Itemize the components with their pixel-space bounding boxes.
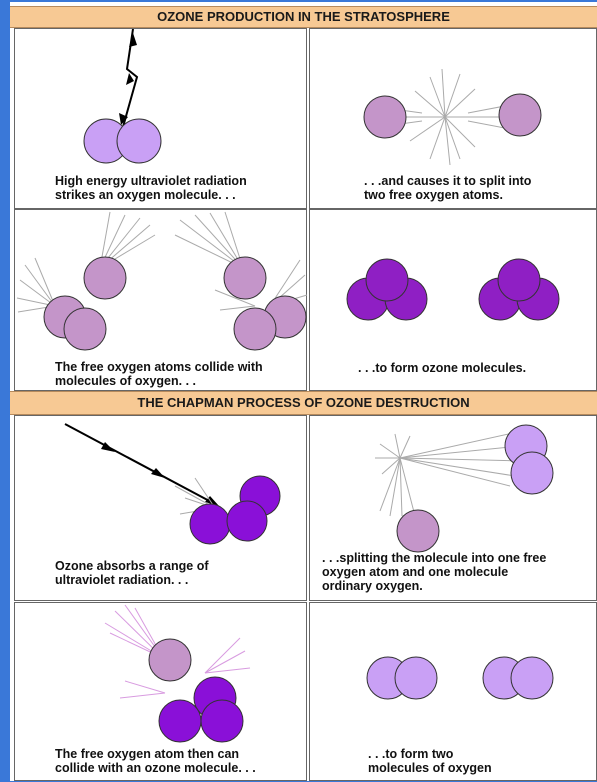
uv-ray-arrow bbox=[65, 424, 215, 504]
free-oxygen-atom bbox=[397, 510, 439, 552]
free-oxygen-atom bbox=[149, 639, 191, 681]
free-oxygen-atom bbox=[224, 257, 266, 299]
caption-line: . . .splitting the molecule into one fre… bbox=[322, 551, 546, 565]
panel-uv-strikes-oxygen: High energy ultraviolet radiation strike… bbox=[14, 28, 307, 209]
ozone-molecule bbox=[190, 476, 280, 544]
ozone-molecule bbox=[159, 677, 243, 742]
banner-chapman-process: THE CHAPMAN PROCESS OF OZONE DESTRUCTION bbox=[10, 391, 597, 415]
energy-burst bbox=[375, 431, 525, 516]
motion-lines-left bbox=[17, 212, 155, 312]
caption-line: The free oxygen atom then can bbox=[55, 747, 256, 761]
panel-form-two-oxygen: . . .to form two molecules of oxygen bbox=[309, 602, 597, 781]
oxygen-molecule-right bbox=[483, 657, 553, 699]
banner-ozone-production: OZONE PRODUCTION IN THE STRATOSPHERE bbox=[10, 6, 597, 28]
caption-line: . . .and causes it to split into bbox=[364, 174, 531, 188]
oxygen-molecule-left bbox=[367, 657, 437, 699]
panel-form-ozone: . . .to form ozone molecules. bbox=[309, 209, 597, 391]
caption-line: two free oxygen atoms. bbox=[364, 188, 531, 202]
panel-atoms-collide: The free oxygen atoms collide with molec… bbox=[14, 209, 307, 391]
ozone-molecule-right bbox=[479, 259, 559, 320]
caption-line: . . .to form ozone molecules. bbox=[358, 361, 526, 375]
oxygen-molecule-atom bbox=[511, 452, 553, 494]
caption-line: collide with an ozone molecule. . . bbox=[55, 761, 256, 775]
caption-line: molecules of oxygen bbox=[368, 761, 492, 775]
oxygen-atom-right bbox=[117, 119, 161, 163]
caption-line: ultraviolet radiation. . . bbox=[55, 573, 209, 587]
free-oxygen-atom-right bbox=[499, 94, 541, 136]
diagram-frame: OZONE PRODUCTION IN THE STRATOSPHERE Hig… bbox=[10, 2, 597, 781]
oxygen-molecule-atom bbox=[64, 308, 106, 350]
caption-line: High energy ultraviolet radiation bbox=[55, 174, 247, 188]
caption-line: ordinary oxygen. bbox=[322, 579, 546, 593]
caption-line: . . .to form two bbox=[368, 747, 492, 761]
panel-atom-collides-ozone: The free oxygen atom then can collide wi… bbox=[14, 602, 307, 781]
caption-line: strikes an oxygen molecule. . . bbox=[55, 188, 247, 202]
free-oxygen-atom-left bbox=[364, 96, 406, 138]
ozone-molecule-left bbox=[347, 259, 427, 320]
caption-line: Ozone absorbs a range of bbox=[55, 559, 209, 573]
panel-oxygen-splits: . . .and causes it to split into two fre… bbox=[309, 28, 597, 209]
panel-ozone-absorbs-uv: Ozone absorbs a range of ultraviolet rad… bbox=[14, 415, 307, 601]
caption-line: molecules of oxygen. . . bbox=[55, 374, 263, 388]
free-oxygen-atom bbox=[84, 257, 126, 299]
panel-ozone-splits: . . .splitting the molecule into one fre… bbox=[309, 415, 597, 601]
caption-line: oxygen atom and one molecule bbox=[322, 565, 546, 579]
oxygen-molecule-atom bbox=[234, 308, 276, 350]
caption-line: The free oxygen atoms collide with bbox=[55, 360, 263, 374]
